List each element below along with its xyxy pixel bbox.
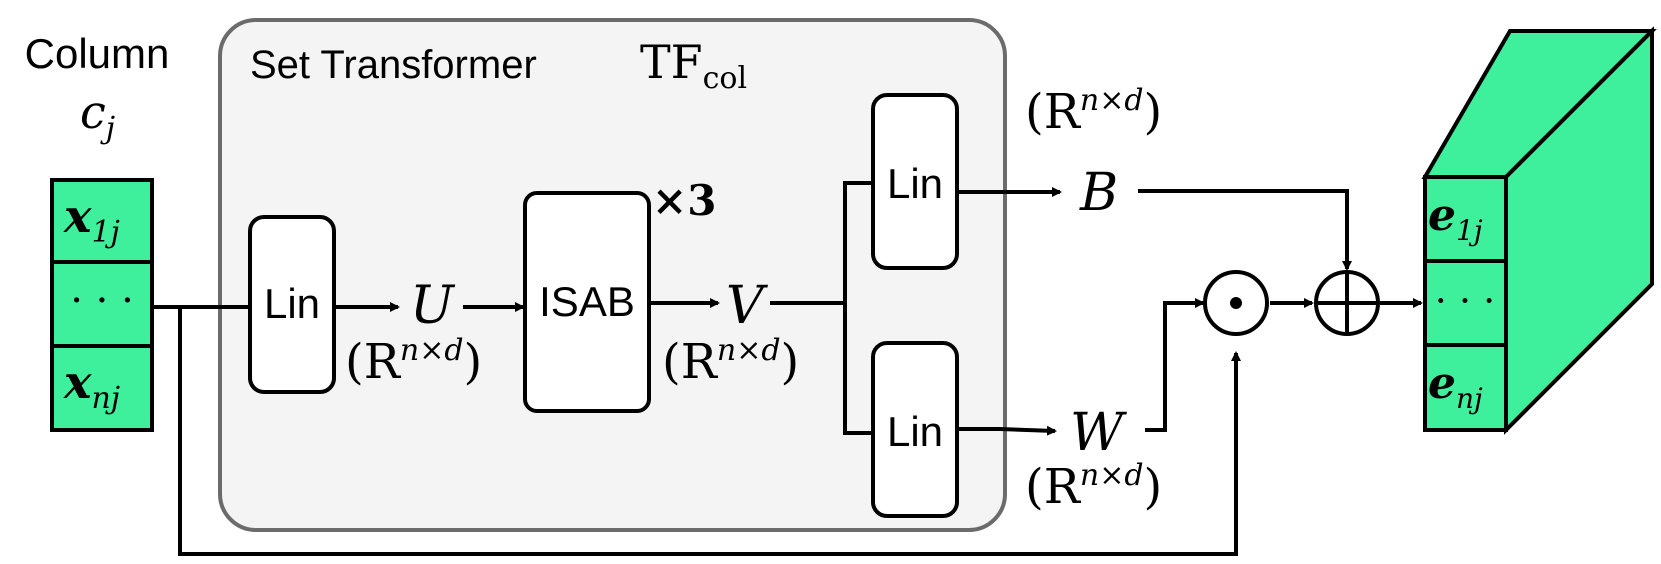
add-operator: [1314, 270, 1380, 336]
shape-w: (Rn×d): [1025, 458, 1162, 515]
input-column: x1j · · · xnj: [50, 178, 154, 432]
shape-v: (Rn×d): [662, 333, 799, 390]
output-cell-dots: · · ·: [1435, 279, 1495, 323]
column-title: Column: [25, 30, 170, 77]
tf-col-label: TFcol: [640, 35, 747, 96]
isab-label: ISAB: [539, 278, 635, 325]
connectors: [152, 181, 1423, 556]
isab-repeat: ×3: [652, 176, 716, 225]
lin-bottom-label: Lin: [887, 408, 943, 455]
set-transformer-label: Set Transformer: [250, 43, 537, 87]
var-w: W: [1070, 403, 1127, 463]
column-var: cj: [80, 85, 115, 146]
var-v: V: [726, 276, 768, 336]
input-cell-n: xnj: [63, 355, 120, 416]
output-block: e1j · · · enj: [1421, 26, 1657, 435]
shape-u: (Rn×d): [345, 333, 482, 390]
input-cell-dots: · · ·: [70, 278, 134, 324]
var-u: U: [410, 276, 456, 336]
shape-b: (Rn×d): [1025, 83, 1162, 140]
var-b: B: [1079, 163, 1118, 223]
lin-input-label: Lin: [264, 280, 320, 327]
lin-top-label: Lin: [887, 160, 943, 207]
lin-input-block: [248, 215, 336, 394]
hadamard-operator: [1203, 270, 1269, 336]
input-cell-1: x1j: [63, 189, 120, 250]
output-cell-1: e1j: [1428, 190, 1483, 247]
output-cell-n: enj: [1428, 358, 1483, 415]
